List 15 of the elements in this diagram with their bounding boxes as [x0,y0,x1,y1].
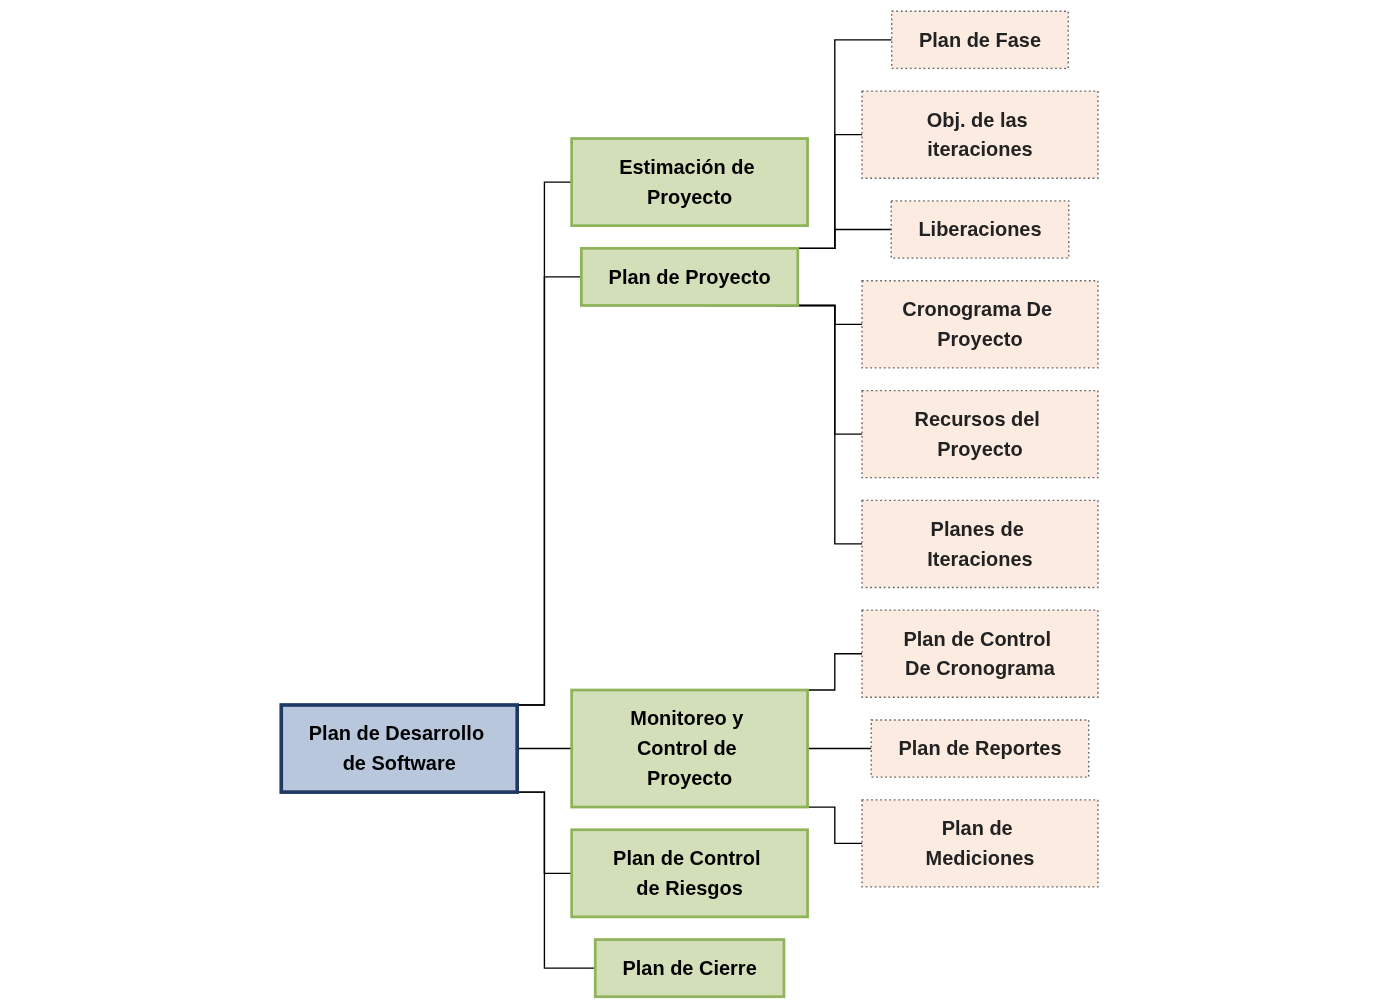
node-box: Liberaciones [890,200,1070,259]
node-box: Plan de Control de Riesgos [570,828,810,919]
node-box: Plan de Mediciones [861,799,1099,888]
node-box: Monitoreo y Control de Proyecto [570,688,810,809]
node-box: Obj. de las iteraciones [861,90,1099,179]
node-box: Estimación de Proyecto [570,137,810,227]
node-box: Plan de Desarrollo de Software [279,703,520,794]
node-box: Recursos del Proyecto [861,389,1099,479]
node-box: Cronograma De Proyecto [861,280,1099,369]
node-box: Plan de Control De Cronograma [861,609,1099,698]
node-box: Plan de Fase [891,10,1070,70]
node-box: Plan de Cierre [594,938,786,999]
node-box: Plan de Reportes [870,719,1090,778]
node-box: Planes de Iteraciones [861,499,1099,589]
node-box: Plan de Proyecto [580,246,800,307]
